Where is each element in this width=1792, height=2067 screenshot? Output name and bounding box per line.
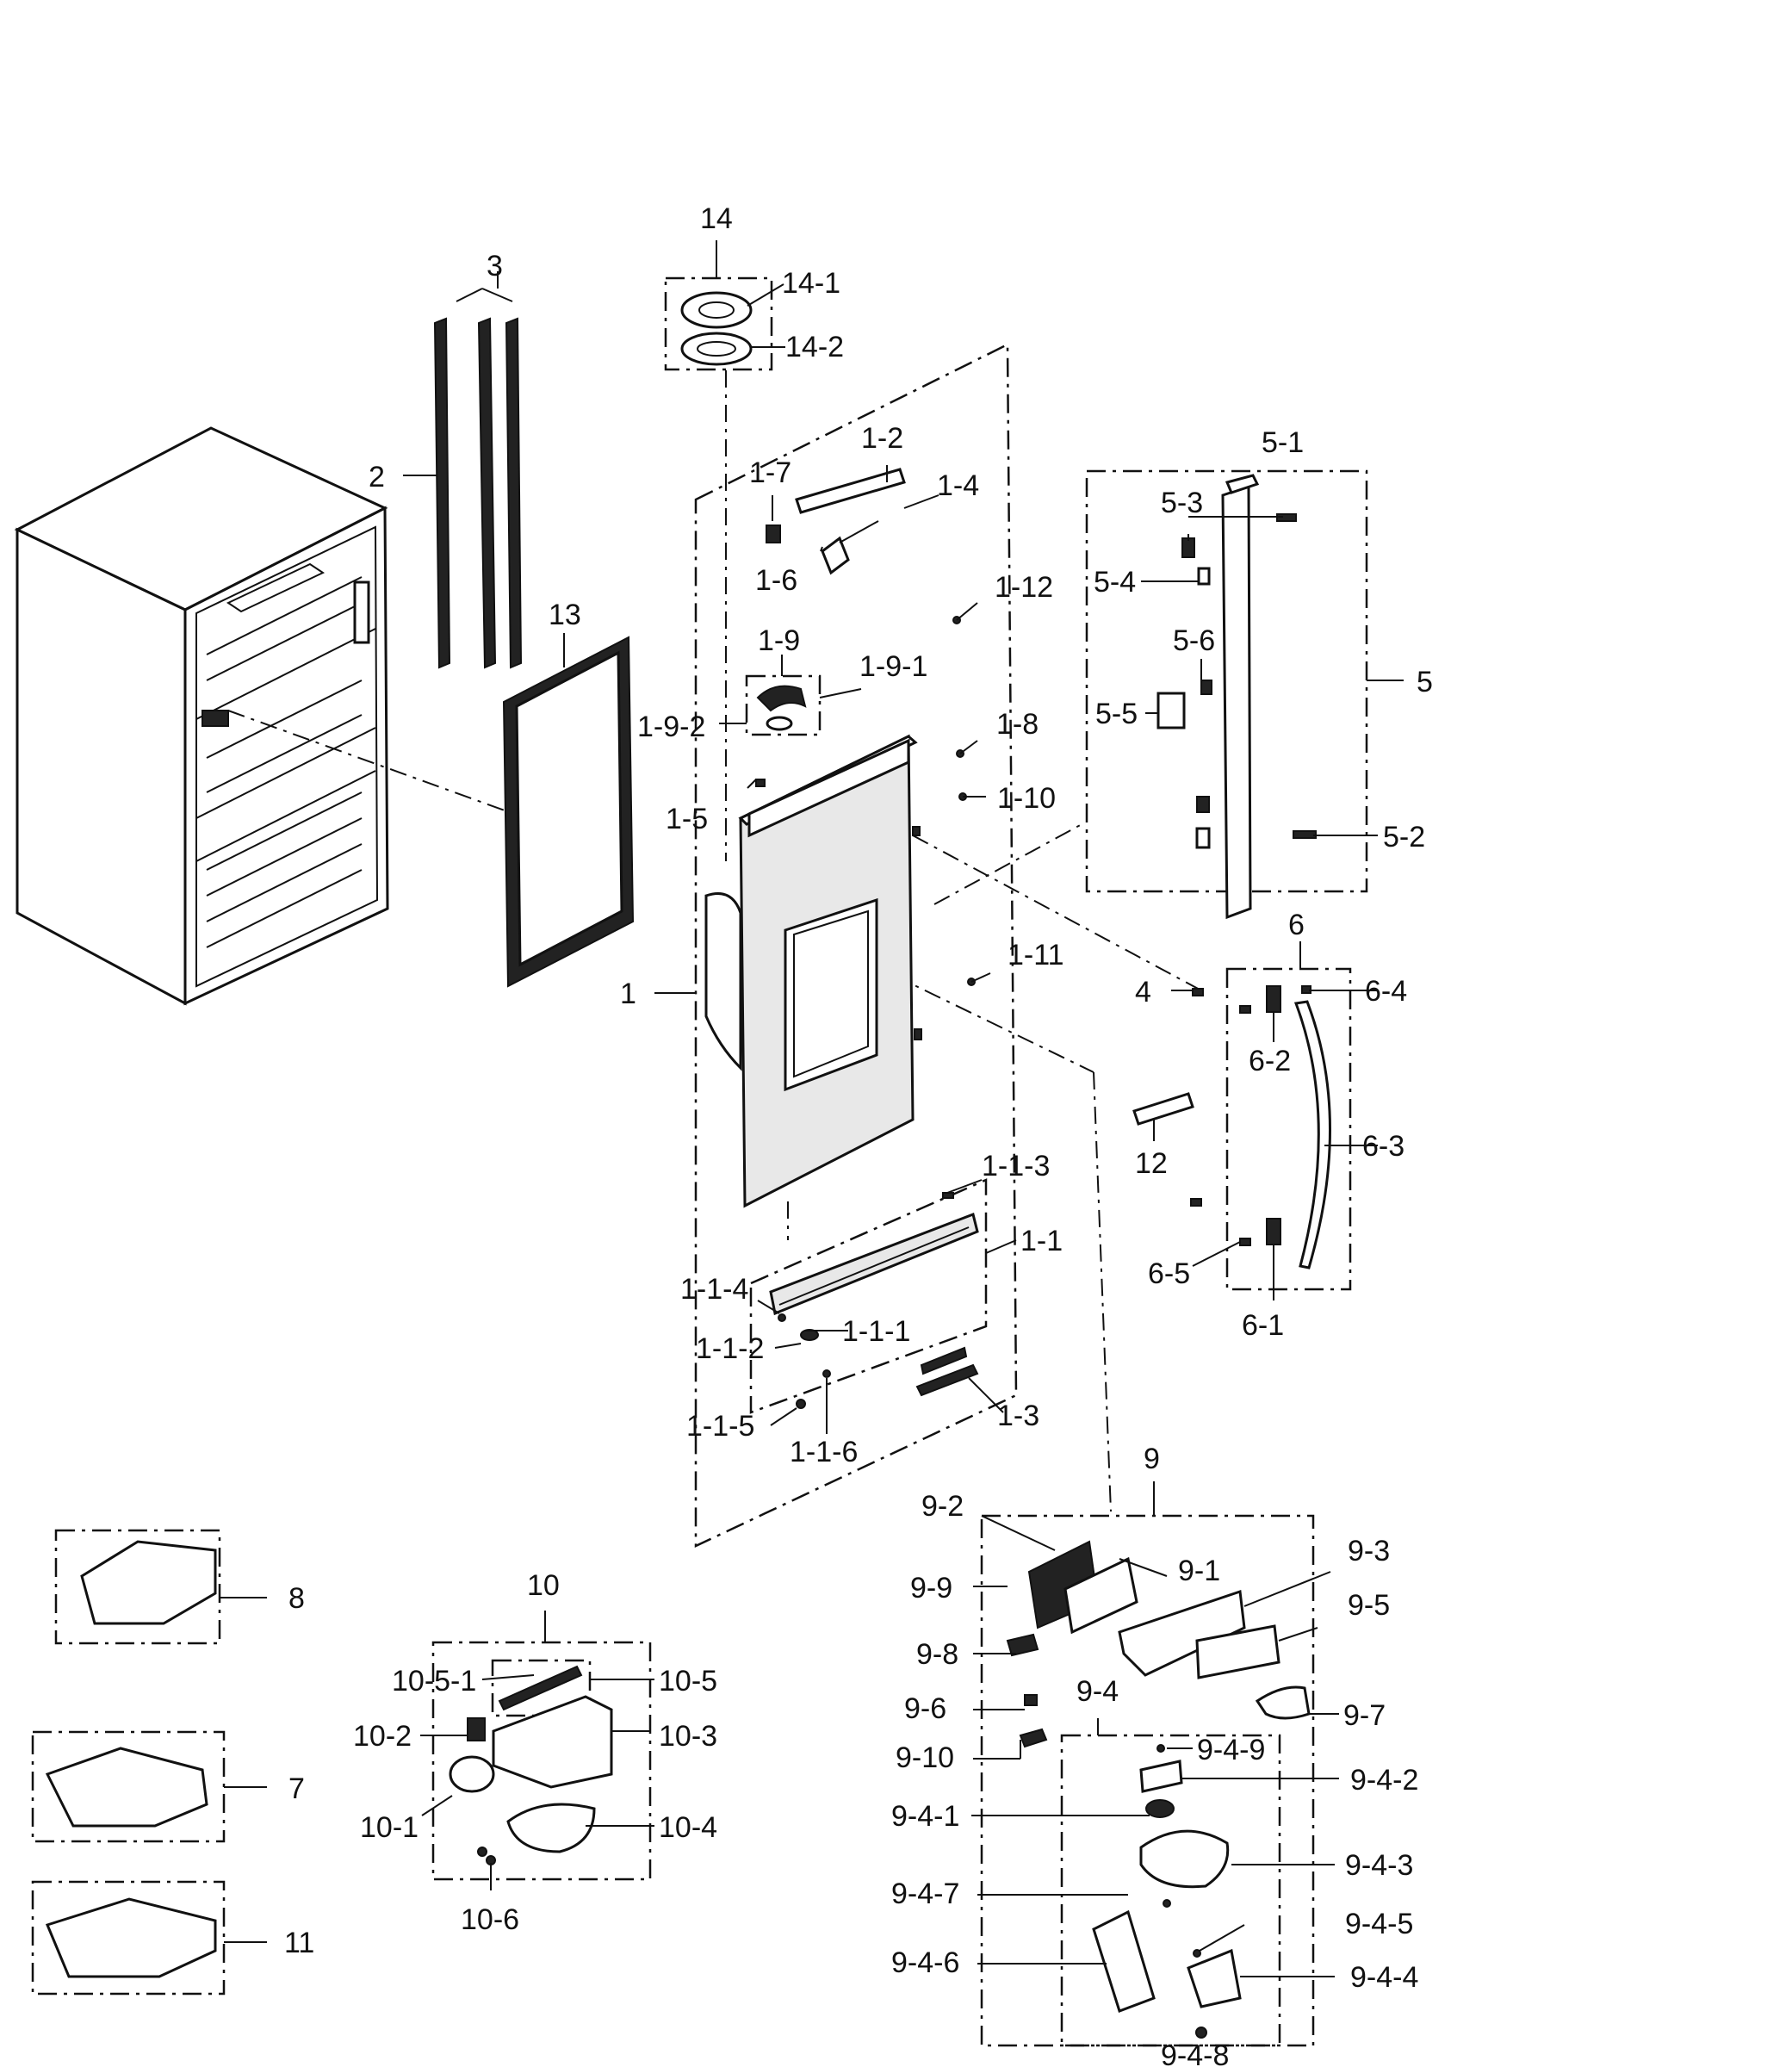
label-8: 8 — [288, 1582, 305, 1615]
label-6-2: 6-2 — [1249, 1045, 1291, 1077]
label-1-1: 1-1 — [1020, 1225, 1063, 1257]
cap-group-14 — [664, 276, 773, 371]
label-9-6: 9-6 — [904, 1692, 946, 1725]
label-9-9: 9-9 — [910, 1572, 952, 1605]
bin-8 — [54, 1529, 221, 1645]
label-13: 13 — [549, 599, 581, 631]
label-1-10: 1-10 — [997, 782, 1056, 815]
label-9-4-7: 9-4-7 — [891, 1878, 959, 1910]
label-5-3: 5-3 — [1161, 487, 1203, 519]
label-1-9-1: 1-9-1 — [859, 650, 927, 683]
label-5-1: 5-1 — [1262, 426, 1304, 459]
label-1-11: 1-11 — [1008, 939, 1064, 971]
label-1-9: 1-9 — [758, 624, 800, 657]
label-9-4-2: 9-4-2 — [1350, 1764, 1418, 1797]
label-1-1-5: 1-1-5 — [686, 1410, 754, 1443]
label-9-4-5: 9-4-5 — [1345, 1908, 1413, 1940]
label-6-4: 6-4 — [1365, 975, 1407, 1008]
label-12: 12 — [1135, 1147, 1168, 1180]
label-1-1-3: 1-1-3 — [982, 1150, 1050, 1182]
label-9-3: 9-3 — [1348, 1535, 1390, 1567]
label-9-4-6: 9-4-6 — [891, 1946, 959, 1979]
label-10-5: 10-5 — [659, 1665, 717, 1698]
hinge-group-1-9 — [745, 674, 822, 736]
label-1-1-6: 1-1-6 — [790, 1436, 858, 1468]
bracket-1-2 — [766, 468, 906, 575]
label-11: 11 — [284, 1927, 314, 1959]
label-6: 6 — [1288, 909, 1305, 941]
lower-trim-group-1-1 — [749, 1178, 988, 1414]
leader-lines — [220, 240, 1404, 1977]
label-9-4-3: 9-4-3 — [1345, 1849, 1413, 1882]
label-9-8: 9-8 — [916, 1638, 958, 1671]
label-1-12: 1-12 — [995, 571, 1053, 604]
label-1-1-2: 1-1-2 — [696, 1332, 764, 1365]
label-9-4-4: 9-4-4 — [1350, 1961, 1418, 1994]
label-9-4-1: 9-4-1 — [891, 1800, 959, 1833]
label-1-6: 1-6 — [755, 564, 797, 597]
label-5-6: 5-6 — [1173, 624, 1215, 657]
label-7: 7 — [288, 1772, 305, 1805]
label-1-1-4: 1-1-4 — [680, 1273, 748, 1306]
label-1-3: 1-3 — [997, 1400, 1039, 1432]
label-10-1: 10-1 — [360, 1811, 419, 1844]
label-14-2: 14-2 — [785, 331, 844, 363]
door-gasket-strips — [433, 317, 523, 669]
label-5-5: 5-5 — [1095, 698, 1138, 730]
label-10-5-1: 10-5-1 — [392, 1665, 476, 1698]
label-2: 2 — [369, 461, 385, 493]
label-9: 9 — [1144, 1443, 1160, 1475]
label-5: 5 — [1417, 666, 1433, 698]
label-14-1: 14-1 — [782, 267, 840, 300]
label-10-2: 10-2 — [353, 1720, 412, 1753]
label-9-2: 9-2 — [921, 1490, 964, 1523]
label-9-7: 9-7 — [1343, 1699, 1386, 1732]
dispenser-group-9 — [980, 1514, 1315, 2047]
label-9-5: 9-5 — [1348, 1589, 1390, 1622]
bin-11 — [31, 1880, 226, 1996]
label-10-6: 10-6 — [461, 1903, 519, 1936]
label-9-4-9: 9-4-9 — [1197, 1734, 1265, 1766]
label-9-4: 9-4 — [1076, 1675, 1119, 1708]
label-1-4: 1-4 — [937, 469, 979, 502]
label-10-3: 10-3 — [659, 1720, 717, 1753]
label-5-4: 5-4 — [1094, 566, 1136, 599]
refrigerator-cabinet — [14, 426, 389, 1006]
label-9-1: 9-1 — [1178, 1555, 1220, 1587]
label-6-3: 6-3 — [1362, 1130, 1404, 1163]
label-3: 3 — [487, 250, 503, 282]
label-1-1-1: 1-1-1 — [842, 1315, 910, 1348]
label-1-9-2: 1-9-2 — [637, 711, 705, 743]
label-14: 14 — [700, 202, 733, 235]
label-4: 4 — [1135, 976, 1151, 1009]
door-assembly-1 — [694, 342, 1018, 1548]
label-9-10: 9-10 — [896, 1741, 954, 1774]
label-1-7: 1-7 — [749, 456, 791, 489]
handle-group-6 — [1132, 967, 1352, 1291]
label-10: 10 — [527, 1569, 560, 1602]
part-labels: 14 14-1 14-2 3 2 13 1-2 1-7 1-4 1-6 1-12… — [284, 202, 1433, 2067]
handle-group-5 — [1085, 469, 1368, 920]
label-10-4: 10-4 — [659, 1811, 717, 1844]
bin-7 — [31, 1730, 226, 1843]
label-1-8: 1-8 — [996, 708, 1039, 741]
label-6-5: 6-5 — [1148, 1257, 1190, 1290]
ice-group-10 — [431, 1641, 652, 1881]
label-6-1: 6-1 — [1242, 1309, 1284, 1342]
label-1: 1 — [620, 978, 636, 1010]
label-5-2: 5-2 — [1383, 821, 1425, 853]
label-1-2: 1-2 — [861, 422, 903, 455]
door-gasket-frame — [502, 636, 635, 988]
label-1-5: 1-5 — [666, 803, 708, 835]
door-screws — [952, 616, 976, 986]
label-9-4-8: 9-4-8 — [1161, 2039, 1229, 2067]
